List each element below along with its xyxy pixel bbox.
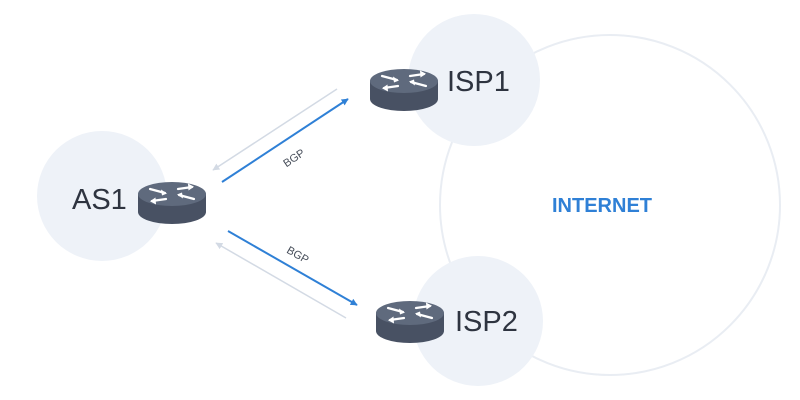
internet-cloud [439,34,781,376]
link-bottom-label: BGP [284,244,310,266]
as1-node-bg [37,131,167,261]
isp2-node-bg [413,256,543,386]
isp2-label: ISP2 [455,306,518,338]
internet-label: INTERNET [552,195,652,217]
link-bottom-active-arrow [227,230,358,306]
router-icon [376,301,444,343]
as1-label: AS1 [72,184,127,216]
link-bottom-return-arrow [215,242,347,319]
link-top-active-arrow [221,98,349,183]
isp1-router [370,69,438,111]
router-icon [138,182,206,224]
link-top-return-arrow [212,88,338,171]
isp2-router [376,301,444,343]
isp1-label: ISP1 [447,66,510,98]
link-top-label: BGP [281,147,307,170]
isp1-node-bg [408,14,540,146]
router-icon [370,69,438,111]
as1-router [138,182,206,224]
